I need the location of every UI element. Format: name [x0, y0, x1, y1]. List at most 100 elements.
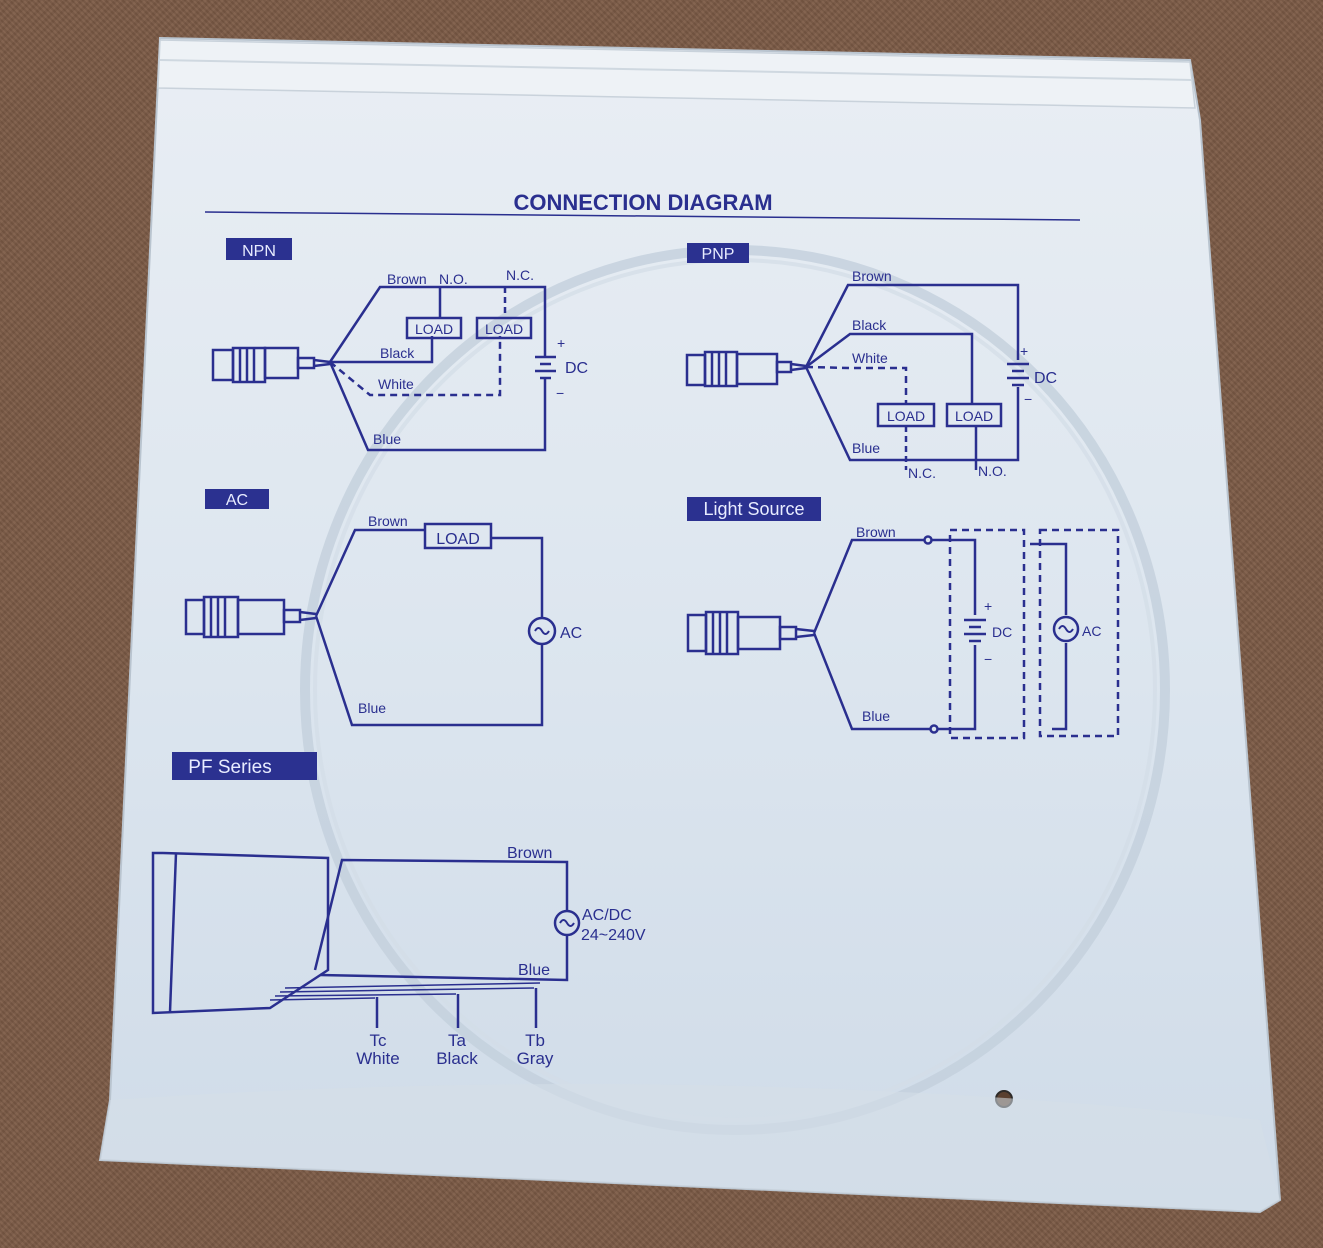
light-brown-wire	[812, 538, 924, 634]
light-blue-label: Blue	[862, 708, 890, 724]
light-ac-box	[1038, 528, 1120, 738]
light-dc-box	[948, 528, 1026, 740]
pnp-plus: +	[1020, 343, 1028, 359]
pnp-label: PNP	[702, 246, 735, 263]
npn-load2-label: LOAD	[485, 321, 523, 337]
npn-blue-wire	[328, 361, 547, 452]
light-label: Light Source	[703, 499, 804, 519]
pnp-minus: −	[1024, 391, 1032, 407]
npn-white-label: White	[378, 376, 414, 392]
light-brown-label: Brown	[856, 524, 896, 540]
zip-seal	[157, 39, 1196, 109]
npn-plus: +	[557, 335, 565, 351]
light-dc-bottom	[938, 645, 977, 731]
zip-line	[159, 59, 1193, 81]
pnp-dc-label: DC	[1034, 370, 1057, 387]
diagram-title: CONNECTION DIAGRAM	[513, 190, 772, 215]
pnp-load1-label: LOAD	[887, 408, 925, 424]
pf-ac-source-icon	[553, 909, 581, 937]
pf-brown-wire	[313, 858, 569, 971]
pf-output-wires	[269, 982, 541, 1001]
pf-amplifier-body	[151, 851, 330, 1015]
npn-label-box	[226, 238, 292, 260]
pf-label-box	[172, 752, 317, 780]
pnp-nc-label: N.C.	[908, 465, 936, 481]
ac-source-icon	[527, 616, 557, 646]
pnp-black-label: Black	[852, 317, 887, 333]
npn-blue-label: Blue	[373, 431, 401, 447]
light-plus: +	[984, 598, 992, 614]
pnp-white-label: White	[852, 350, 888, 366]
npn-minus: −	[556, 385, 564, 401]
title-rule	[204, 211, 1081, 221]
ac-label-box	[205, 489, 269, 509]
ac-supply-label: AC	[560, 625, 582, 642]
light-ac-label: AC	[1082, 623, 1101, 639]
pnp-battery-icon	[1007, 362, 1029, 387]
bag-bottom-fold	[100, 1084, 1280, 1212]
pnp-black-wire	[805, 332, 974, 404]
pf-blue-label: Blue	[518, 962, 550, 979]
light-minus: −	[984, 651, 992, 667]
pnp-white-wire	[805, 365, 908, 404]
npn-no-label: N.O.	[439, 271, 468, 287]
light-dc-label: DC	[992, 624, 1012, 640]
light-ac-wave-icon	[1058, 625, 1074, 633]
pnp-brown-wire	[804, 283, 1020, 368]
npn-brown-wire	[328, 285, 547, 363]
pf-brown-label: Brown	[507, 845, 552, 862]
pf-supply-line1: AC/DC	[582, 907, 632, 924]
pnp-blue-wire	[804, 366, 1020, 462]
ac-load-label: LOAD	[436, 531, 480, 548]
pnp-label-box	[687, 243, 749, 263]
pf-blue-wire	[319, 936, 569, 982]
ac-label: AC	[226, 492, 248, 509]
pnp-load2-label: LOAD	[955, 408, 993, 424]
npn-brown-label: Brown	[387, 271, 427, 287]
npn-battery-icon	[535, 355, 556, 380]
npn-load1-label: LOAD	[415, 321, 453, 337]
diagram-ink: CONNECTION DIAGRAM NPN	[151, 190, 1120, 1068]
npn-black-label: Black	[380, 345, 415, 361]
pf-terminal-tb-color: Gray	[517, 1049, 554, 1068]
light-battery-icon	[964, 618, 986, 643]
pf-terminal-ta-code: Ta	[448, 1031, 467, 1050]
light-label-box	[687, 497, 821, 521]
ac-sensor-icon	[184, 595, 317, 639]
ac-load-to-supply	[491, 536, 544, 617]
pnp-blue-label: Blue	[852, 440, 880, 456]
pnp-brown-label: Brown	[852, 268, 892, 284]
pnp-no-label: N.O.	[978, 463, 1007, 479]
npn-load1	[405, 316, 463, 340]
ac-blue-wire	[314, 615, 544, 727]
light-ac-source-icon	[1052, 615, 1080, 643]
light-ac-bottom	[1052, 643, 1068, 731]
ac-load	[423, 522, 493, 550]
light-blue-terminal	[929, 724, 939, 734]
pf-terminal-tc-color: White	[356, 1049, 399, 1068]
npn-nc-label: N.C.	[506, 267, 534, 283]
npn-dc-label: DC	[565, 360, 588, 377]
npn-black-wire	[330, 336, 434, 364]
npn-sensor-icon	[211, 346, 331, 384]
ac-wave-icon	[534, 627, 550, 635]
pf-terminal-tc-code: Tc	[370, 1031, 388, 1050]
light-dc-top	[932, 538, 977, 615]
pf-supply-line2: 24~240V	[581, 927, 646, 944]
npn-label: NPN	[242, 243, 276, 260]
ac-brown-label: Brown	[368, 513, 408, 529]
pnp-load2	[945, 402, 1003, 428]
pf-label: PF Series	[188, 757, 271, 778]
pf-terminal-ta-color: Black	[436, 1049, 478, 1068]
npn-white-wire	[329, 336, 502, 397]
light-ac-top	[1030, 542, 1068, 615]
pf-ac-wave-icon	[559, 919, 575, 927]
light-blue-wire	[812, 632, 930, 731]
pnp-load1	[876, 402, 936, 428]
pnp-sensor-icon	[685, 350, 807, 388]
light-sensor-icon	[686, 610, 815, 656]
pf-terminal-tb-code: Tb	[525, 1031, 545, 1050]
ac-brown-wire	[314, 528, 425, 617]
ac-blue-label: Blue	[358, 700, 386, 716]
